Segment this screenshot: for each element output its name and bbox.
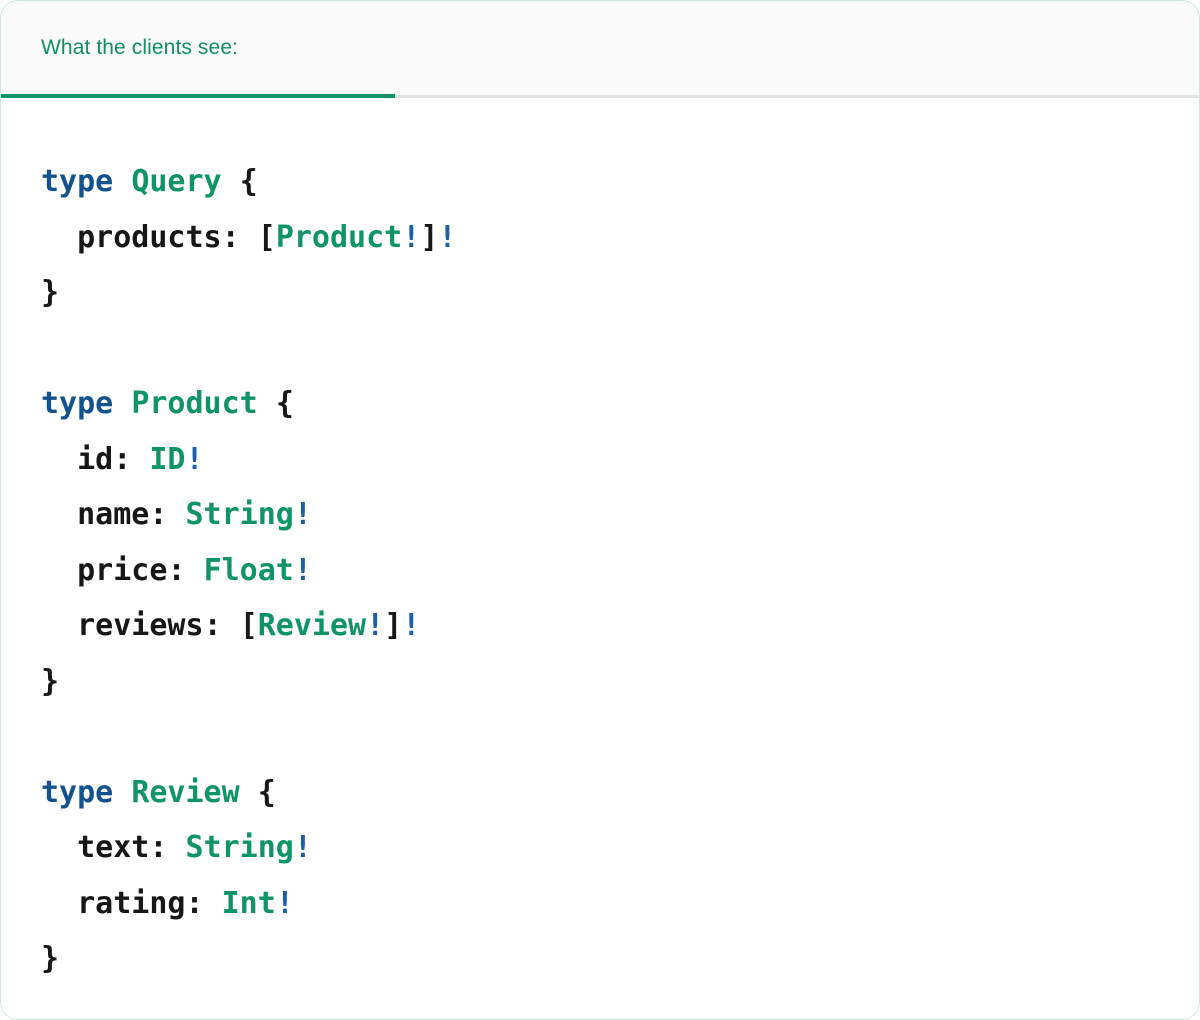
code-token: { [239,164,258,199]
code-token [258,386,276,421]
code-token: : [149,830,186,865]
code-token: id [41,441,114,477]
code-token: } [41,663,60,699]
code-token: [ [257,219,276,255]
code-token: products [41,219,222,255]
code-token: : [149,497,186,532]
code-token [113,386,131,421]
code-token: Review [257,608,367,643]
code-token: ! [366,608,385,643]
code-token: [ [239,608,258,643]
code-token: ! [438,219,457,255]
code-token: ! [293,497,312,532]
code-token: Float [203,552,294,588]
code-line: type Query { [41,154,1199,210]
code-token: name [41,497,150,532]
code-line: } [41,265,1199,321]
code-token: ! [293,552,312,588]
code-token: { [257,774,276,810]
code-token: type [41,164,114,199]
code-token: String [185,830,294,865]
code-token: : [167,552,204,588]
code-line: price: Float! [41,543,1199,599]
code-line: rating: Int! [41,876,1199,932]
code-token: price [41,552,168,588]
code-token: type [41,774,114,810]
code-line [41,709,1199,765]
code-line: } [41,931,1199,987]
code-token: { [275,386,294,421]
code-token: : [203,608,240,643]
code-token: reviews [41,608,204,643]
graphql-schema-code[interactable]: type Query { products: [Product!]!} type… [41,154,1199,987]
code-token: : [113,441,150,477]
code-line: } [41,654,1199,710]
code-token: Product [131,386,258,421]
code-token: text [41,830,150,865]
code-token: ] [420,219,439,255]
code-token: } [41,941,60,976]
code-token: Query [131,164,222,199]
code-token: ! [185,441,204,477]
code-token [222,164,240,199]
code-line: products: [Product!]! [41,210,1199,266]
code-line: reviews: [Review!]! [41,598,1199,654]
code-line: type Product { [41,376,1199,432]
tab-label: What the clients see: [41,35,239,59]
code-token: ! [293,830,312,865]
code-token [240,775,258,810]
tab-what-the-clients-see[interactable]: What the clients see: [1,1,395,98]
code-token: type [41,386,114,421]
code-line: type Review { [41,765,1199,821]
code-line: id: ID! [41,432,1199,488]
code-token: } [41,275,60,310]
code-line: name: String! [41,487,1199,543]
code-token: ] [384,608,403,643]
code-token [113,164,131,199]
code-token: Product [275,219,403,255]
code-token: ! [402,608,421,643]
code-token: : [221,219,258,255]
code-area: type Query { products: [Product!]!} type… [1,98,1199,987]
code-token: ! [275,885,294,921]
tab-strip: What the clients see: [1,1,1199,98]
code-token: Review [131,774,240,810]
code-token: ID [149,441,186,477]
code-token [113,775,131,810]
code-token: : [185,885,222,921]
code-line [41,321,1199,377]
code-token: String [185,497,294,532]
code-line: text: String! [41,820,1199,876]
code-token: ! [402,219,421,255]
code-token: Int [221,885,276,921]
code-token: rating [41,885,186,921]
